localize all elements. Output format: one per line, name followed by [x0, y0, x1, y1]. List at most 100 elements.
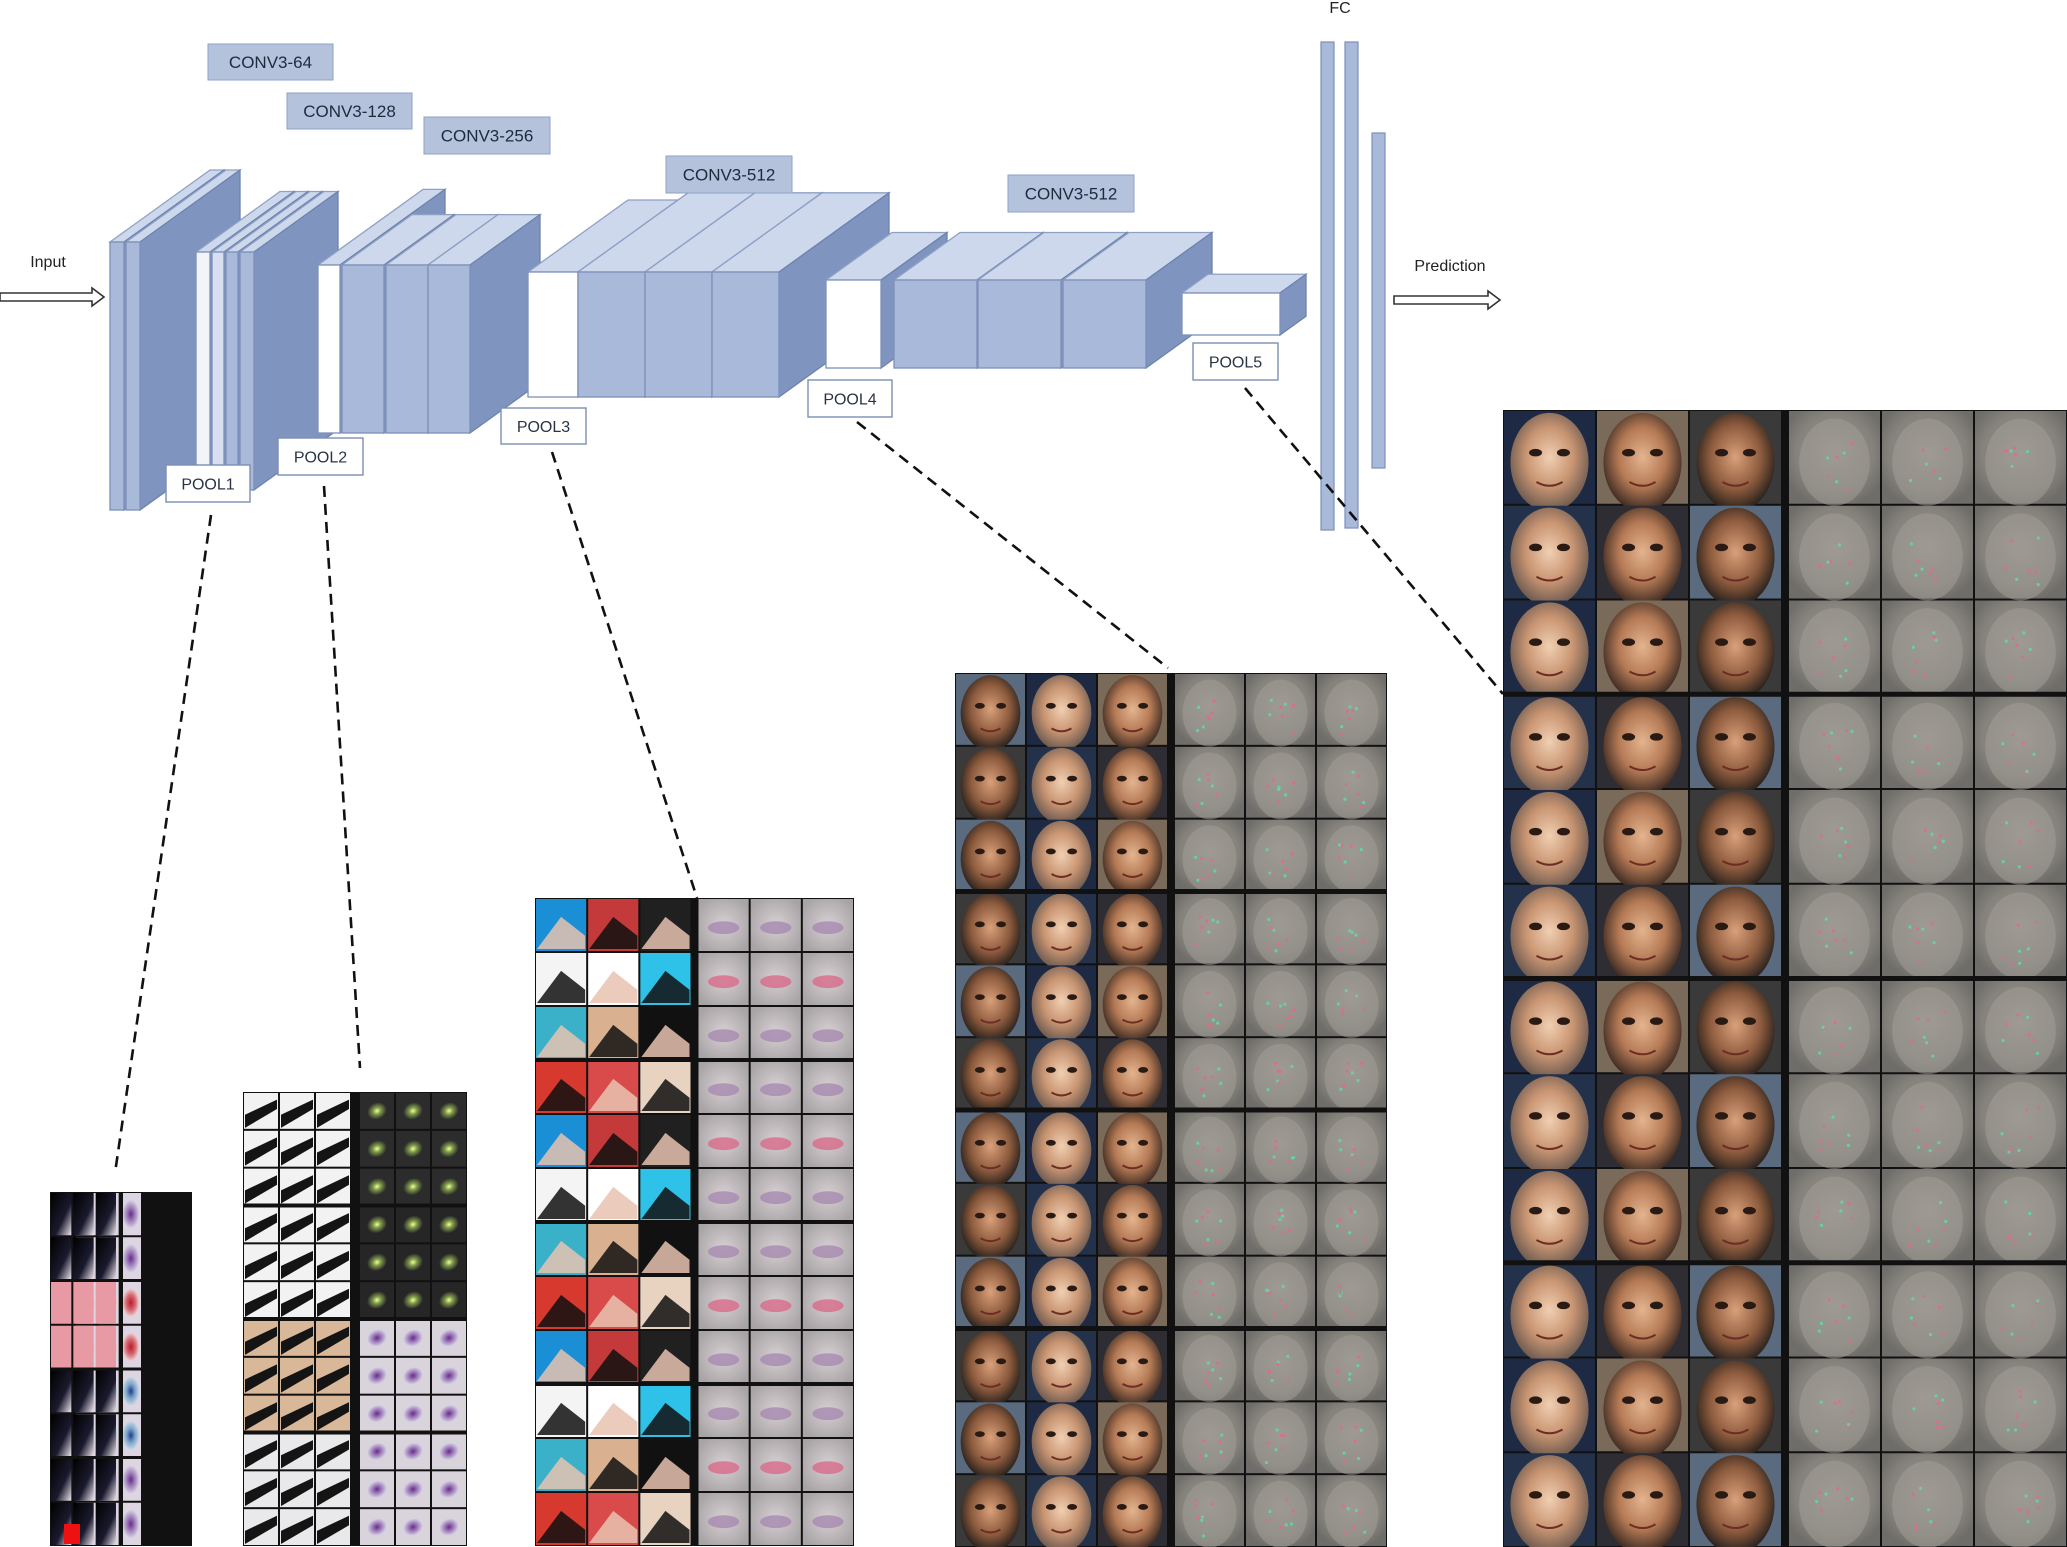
- pool4-visualization-face-eye-right: [996, 1285, 1007, 1292]
- pool5-visualization-activation-dot: [1911, 1492, 1915, 1497]
- pool4-visualization-activation-dot: [1351, 948, 1355, 952]
- pool5-visualization-face-eye-right: [1649, 827, 1663, 836]
- pool4-visualization-activation-dot: [1339, 1087, 1343, 1091]
- pool4-visualization-face-mouth: [1051, 1164, 1072, 1170]
- pool4-visualization-activation-dot: [1277, 1081, 1281, 1085]
- pool4-visualization-activation-dot: [1266, 1288, 1270, 1293]
- pool2-activation-blob: [403, 1291, 423, 1309]
- pool2-activation-blob: [367, 1215, 387, 1234]
- pool4-visualization-activation-shape: [1324, 679, 1379, 747]
- pool3-activation-mark: [760, 1083, 792, 1097]
- pool5-visualization-face-eye-right: [1556, 1491, 1570, 1499]
- pool3-activation-mark: [760, 1407, 792, 1421]
- pool4-visualization-face-eye-left: [1116, 1067, 1127, 1073]
- conv4-layer-a-front: [577, 271, 646, 398]
- pool1-label: POOL1: [165, 464, 251, 503]
- pool5-visualization-face-eye-left: [1529, 1301, 1543, 1310]
- pool4-visualization-activation-dot: [1200, 1515, 1205, 1519]
- pool4-visualization-face-eye-left: [974, 1212, 985, 1219]
- pool5-visualization-activation-dot: [1922, 1035, 1927, 1039]
- pool3-input-shape: [641, 1240, 690, 1273]
- pool5-visualization-activation-dot: [1913, 734, 1917, 738]
- pool2-input-stripe: [317, 1515, 349, 1544]
- pool4-visualization-face-eye-left: [974, 921, 985, 928]
- pool5-visualization-activation-dot: [2024, 1108, 2029, 1112]
- pool5-visualization-activation-shape: [1892, 797, 1963, 885]
- conv2-layer-c-front: [239, 251, 255, 491]
- pool5-visualization-face-eye-right: [1556, 1112, 1570, 1120]
- pool5-visualization-activation-shape: [1892, 418, 1963, 506]
- pool5-visualization-activation-dot: [1926, 745, 1930, 749]
- pool5-visualization-activation-dot: [2010, 539, 2014, 543]
- pool4-visualization-activation-dot: [1206, 715, 1210, 719]
- pool4-visualization-activation-shape: [1182, 679, 1237, 747]
- pool4-visualization-activation-dot: [1201, 725, 1205, 729]
- pool5-visualization-face-eye-left: [1529, 1396, 1543, 1404]
- pool5-visualization-face-skin: [1510, 886, 1589, 986]
- pool4-visualization-face-skin: [1102, 1039, 1163, 1116]
- pool2-activation-blob: [367, 1367, 387, 1385]
- pool5-visualization-activation-dot: [1934, 638, 1938, 642]
- pool4-visualization-activation-dot: [1273, 1314, 1277, 1318]
- conv3-512-label-b-box: [1007, 174, 1135, 213]
- pool5-visualization-face-mouth: [1721, 575, 1750, 582]
- pool5-visualization-face-mouth: [1628, 860, 1657, 866]
- pool4-visualization-face-skin: [1031, 1476, 1092, 1547]
- pool4-visualization-activation-dot: [1196, 1516, 1200, 1520]
- pool3-input-shape: [537, 970, 586, 1003]
- pool4-visualization-activation-dot: [1195, 728, 1200, 733]
- pool5-visualization-face-mouth: [1628, 575, 1657, 582]
- pool5-visualization-activation-dot: [2026, 947, 2030, 951]
- pool5-visualization-activation-shape: [1799, 892, 1870, 980]
- pool5-layer: [1179, 273, 1309, 337]
- pool4-visualization-face-skin: [1031, 966, 1092, 1043]
- conv3-128-label-box: [286, 92, 413, 130]
- pool1-input-patch: [73, 1237, 94, 1280]
- pool1-input-patch: [51, 1281, 72, 1324]
- pool5-visualization-face-eye-left: [1715, 448, 1729, 457]
- pool4-visualization-face-eye-right: [996, 1212, 1007, 1219]
- pool4-visualization: [955, 673, 1387, 1547]
- conv5-layer-b-front: [977, 279, 1062, 369]
- pool2-activation-blob: [439, 1518, 459, 1536]
- pool5-visualization-activation-dot: [2017, 1148, 2021, 1152]
- pool1-input-patch: [51, 1193, 72, 1236]
- pool5-visualization-face-eye-right: [1742, 1206, 1756, 1215]
- pool4-visualization-activation-dot: [1338, 1291, 1343, 1295]
- pool4-visualization-activation-dot: [1286, 1377, 1291, 1381]
- pool5-visualization-activation-dot: [1835, 480, 1839, 484]
- pool5-visualization-activation-dot: [2000, 1132, 2004, 1136]
- pool5-visualization-face-eye-right: [1649, 1491, 1663, 1499]
- pool4-visualization-activation-dot: [1211, 1293, 1215, 1297]
- pool4-visualization-activation-dot: [1268, 871, 1272, 875]
- pool4-visualization-face-eye-left: [974, 775, 985, 782]
- pool4-visualization-activation-dot: [1338, 1294, 1342, 1298]
- pool4-visualization-face-skin: [960, 820, 1021, 897]
- pool4-visualization-face-skin: [1031, 748, 1092, 824]
- pool5-visualization-face-eye-right: [1649, 638, 1663, 646]
- pool5-visualization-activation-dot: [1850, 1216, 1854, 1221]
- pool4-visualization-activation-dot: [1356, 1456, 1361, 1461]
- pool3-input-shape: [537, 1024, 586, 1057]
- pool5-visualization-activation-dot: [2018, 1336, 2022, 1340]
- pool5-visualization-activation-dot: [1936, 758, 1941, 762]
- pool4-visualization-face-eye-right: [1138, 1212, 1149, 1219]
- pool4-visualization-face-mouth: [1051, 1091, 1072, 1097]
- pool4-visualization-activation-dot: [1196, 1141, 1200, 1145]
- pool4-visualization-face-skin: [1102, 1185, 1163, 1261]
- pool5-visualization-activation-dot: [1822, 732, 1826, 736]
- pool3-activation-mark: [707, 1245, 740, 1259]
- pool5-visualization-face-skin: [1696, 981, 1775, 1080]
- pool2-activation-blob: [403, 1253, 423, 1271]
- pool4-visualization-face-eye-left: [1116, 921, 1127, 928]
- pool4-visualization-activation-dot: [1340, 1012, 1345, 1016]
- pool2-input-stripe: [281, 1402, 313, 1431]
- pool5-visualization-activation-dot: [1818, 1148, 1822, 1152]
- pool5-visualization-activation-dot: [1909, 1316, 1914, 1320]
- pool5-visualization-activation-dot: [1842, 938, 1847, 942]
- pool1-input-patch: [73, 1193, 94, 1236]
- pool2-label-box: [277, 437, 364, 476]
- pool2-visualization: [243, 1092, 467, 1546]
- pool3-activation-mark: [760, 1137, 792, 1151]
- conv3-256-label-box: [423, 116, 551, 155]
